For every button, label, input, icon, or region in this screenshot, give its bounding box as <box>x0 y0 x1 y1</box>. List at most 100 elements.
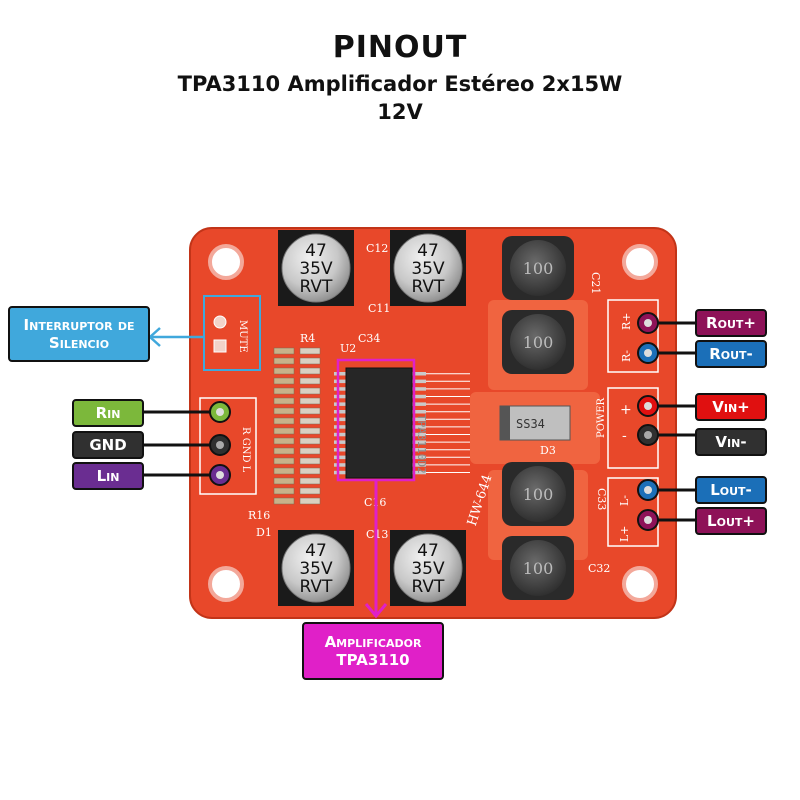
smd-component <box>299 357 321 365</box>
silk-c32: C32 <box>588 562 610 575</box>
smd-component <box>299 417 321 425</box>
smd-component <box>273 347 295 355</box>
smd-component <box>273 407 295 415</box>
inductor-marking: 100 <box>523 333 554 352</box>
capacitor-text: 35V <box>411 259 445 279</box>
capacitor-text: 35V <box>299 559 333 579</box>
silk-l-plus: L+ <box>618 525 631 542</box>
inductors: 100 100 100 100 <box>502 236 574 600</box>
inductor-marking: 100 <box>523 259 554 278</box>
lout-minus-label: Lout- <box>695 476 767 504</box>
smd-component <box>299 497 321 505</box>
connector-lines <box>143 321 696 619</box>
smd-component <box>299 467 321 475</box>
mute-switch-label: Interruptor de Silencio <box>8 306 150 362</box>
vin-minus-label: Vin- <box>695 428 767 456</box>
silk-c21: C21 <box>589 272 602 294</box>
silk-r4: R4 <box>300 332 315 345</box>
capacitor-text: RVT <box>300 577 334 597</box>
silk-c34: C34 <box>358 332 380 345</box>
silk-r-plus: R+ <box>620 313 633 331</box>
smd-component <box>299 487 321 495</box>
smd-component <box>273 367 295 375</box>
rin-label: Rin <box>72 399 144 427</box>
smd-component <box>299 367 321 375</box>
smd-components <box>273 347 321 505</box>
inductor-marking: 100 <box>523 485 554 504</box>
smd-component <box>273 377 295 385</box>
silk-r-minus: R- <box>620 350 633 362</box>
silk-plus: + <box>620 402 632 418</box>
smd-component <box>299 387 321 395</box>
smd-component <box>299 437 321 445</box>
silk-input: R GND L <box>240 427 251 473</box>
page-subtitle-voltage: 12V <box>377 100 423 124</box>
amplifier-label: Amplificador TPA3110 <box>302 622 444 680</box>
silk-c11: C11 <box>368 302 390 315</box>
silk-l-minus: L- <box>618 495 631 506</box>
mute-switch-pads <box>213 315 227 353</box>
diode-ss34: SS34 <box>499 405 571 441</box>
capacitor-text: RVT <box>300 277 334 297</box>
capacitor-text: 47 <box>417 541 439 561</box>
inductor: 100 <box>502 236 574 300</box>
smd-component <box>273 387 295 395</box>
capacitor-text: 47 <box>305 241 327 261</box>
smd-component <box>273 397 295 405</box>
smd-component <box>299 377 321 385</box>
page-subtitle: TPA3110 Amplificador Estéreo 2x15W <box>177 72 623 96</box>
silk-minus: - <box>622 428 627 444</box>
smd-component <box>273 487 295 495</box>
amplifier-label-line1: Amplificador <box>324 633 422 651</box>
smd-component <box>299 457 321 465</box>
smd-component <box>273 417 295 425</box>
inductor-marking: 100 <box>523 559 554 578</box>
chip-marking: TPA3110D2 <box>415 414 428 474</box>
smd-component <box>299 477 321 485</box>
mute-highlight-box <box>203 295 261 371</box>
silk-c12: C12 <box>366 242 388 255</box>
amplifier-chip: TPA3110D2 <box>334 367 470 479</box>
smd-component <box>299 397 321 405</box>
silk-mute: MUTE <box>237 320 248 353</box>
smd-component <box>273 477 295 485</box>
capacitor-text: 35V <box>299 259 333 279</box>
page-title: PINOUT <box>332 30 468 65</box>
capacitor-text: 47 <box>417 241 439 261</box>
smd-component <box>299 427 321 435</box>
rout-minus-label: Rout- <box>695 340 767 368</box>
silk-r16: R16 <box>248 509 270 522</box>
gnd-label: GND <box>72 431 144 459</box>
capacitor-text: 35V <box>411 559 445 579</box>
rout-plus-label: Rout+ <box>695 309 767 337</box>
silk-d1: D1 <box>256 526 272 539</box>
smd-component <box>273 437 295 445</box>
silk-u2: U2 <box>340 342 356 355</box>
inductor: 100 <box>502 462 574 526</box>
vin-plus-label: Vin+ <box>695 393 767 421</box>
smd-component <box>273 467 295 475</box>
smd-component <box>299 347 321 355</box>
smd-component <box>273 447 295 455</box>
silk-d3: D3 <box>540 444 556 457</box>
capacitor-text: 47 <box>305 541 327 561</box>
amplifier-label-line2: TPA3110 <box>336 651 410 669</box>
inductor: 100 <box>502 536 574 600</box>
smd-component <box>273 357 295 365</box>
inductor: 100 <box>502 310 574 374</box>
silk-power: POWER <box>596 397 607 438</box>
silkscreen: C12 C11 C34 C21 R4 U2 R16 D1 C13 C16 C33… <box>237 242 633 575</box>
lout-plus-label: Lout+ <box>695 507 767 535</box>
lin-label: Lin <box>72 462 144 490</box>
mounting-holes <box>208 244 658 602</box>
silk-c33: C33 <box>595 488 608 510</box>
diode-marking: SS34 <box>516 417 545 431</box>
terminal-pins <box>209 312 659 531</box>
capacitor-text: RVT <box>412 577 446 597</box>
